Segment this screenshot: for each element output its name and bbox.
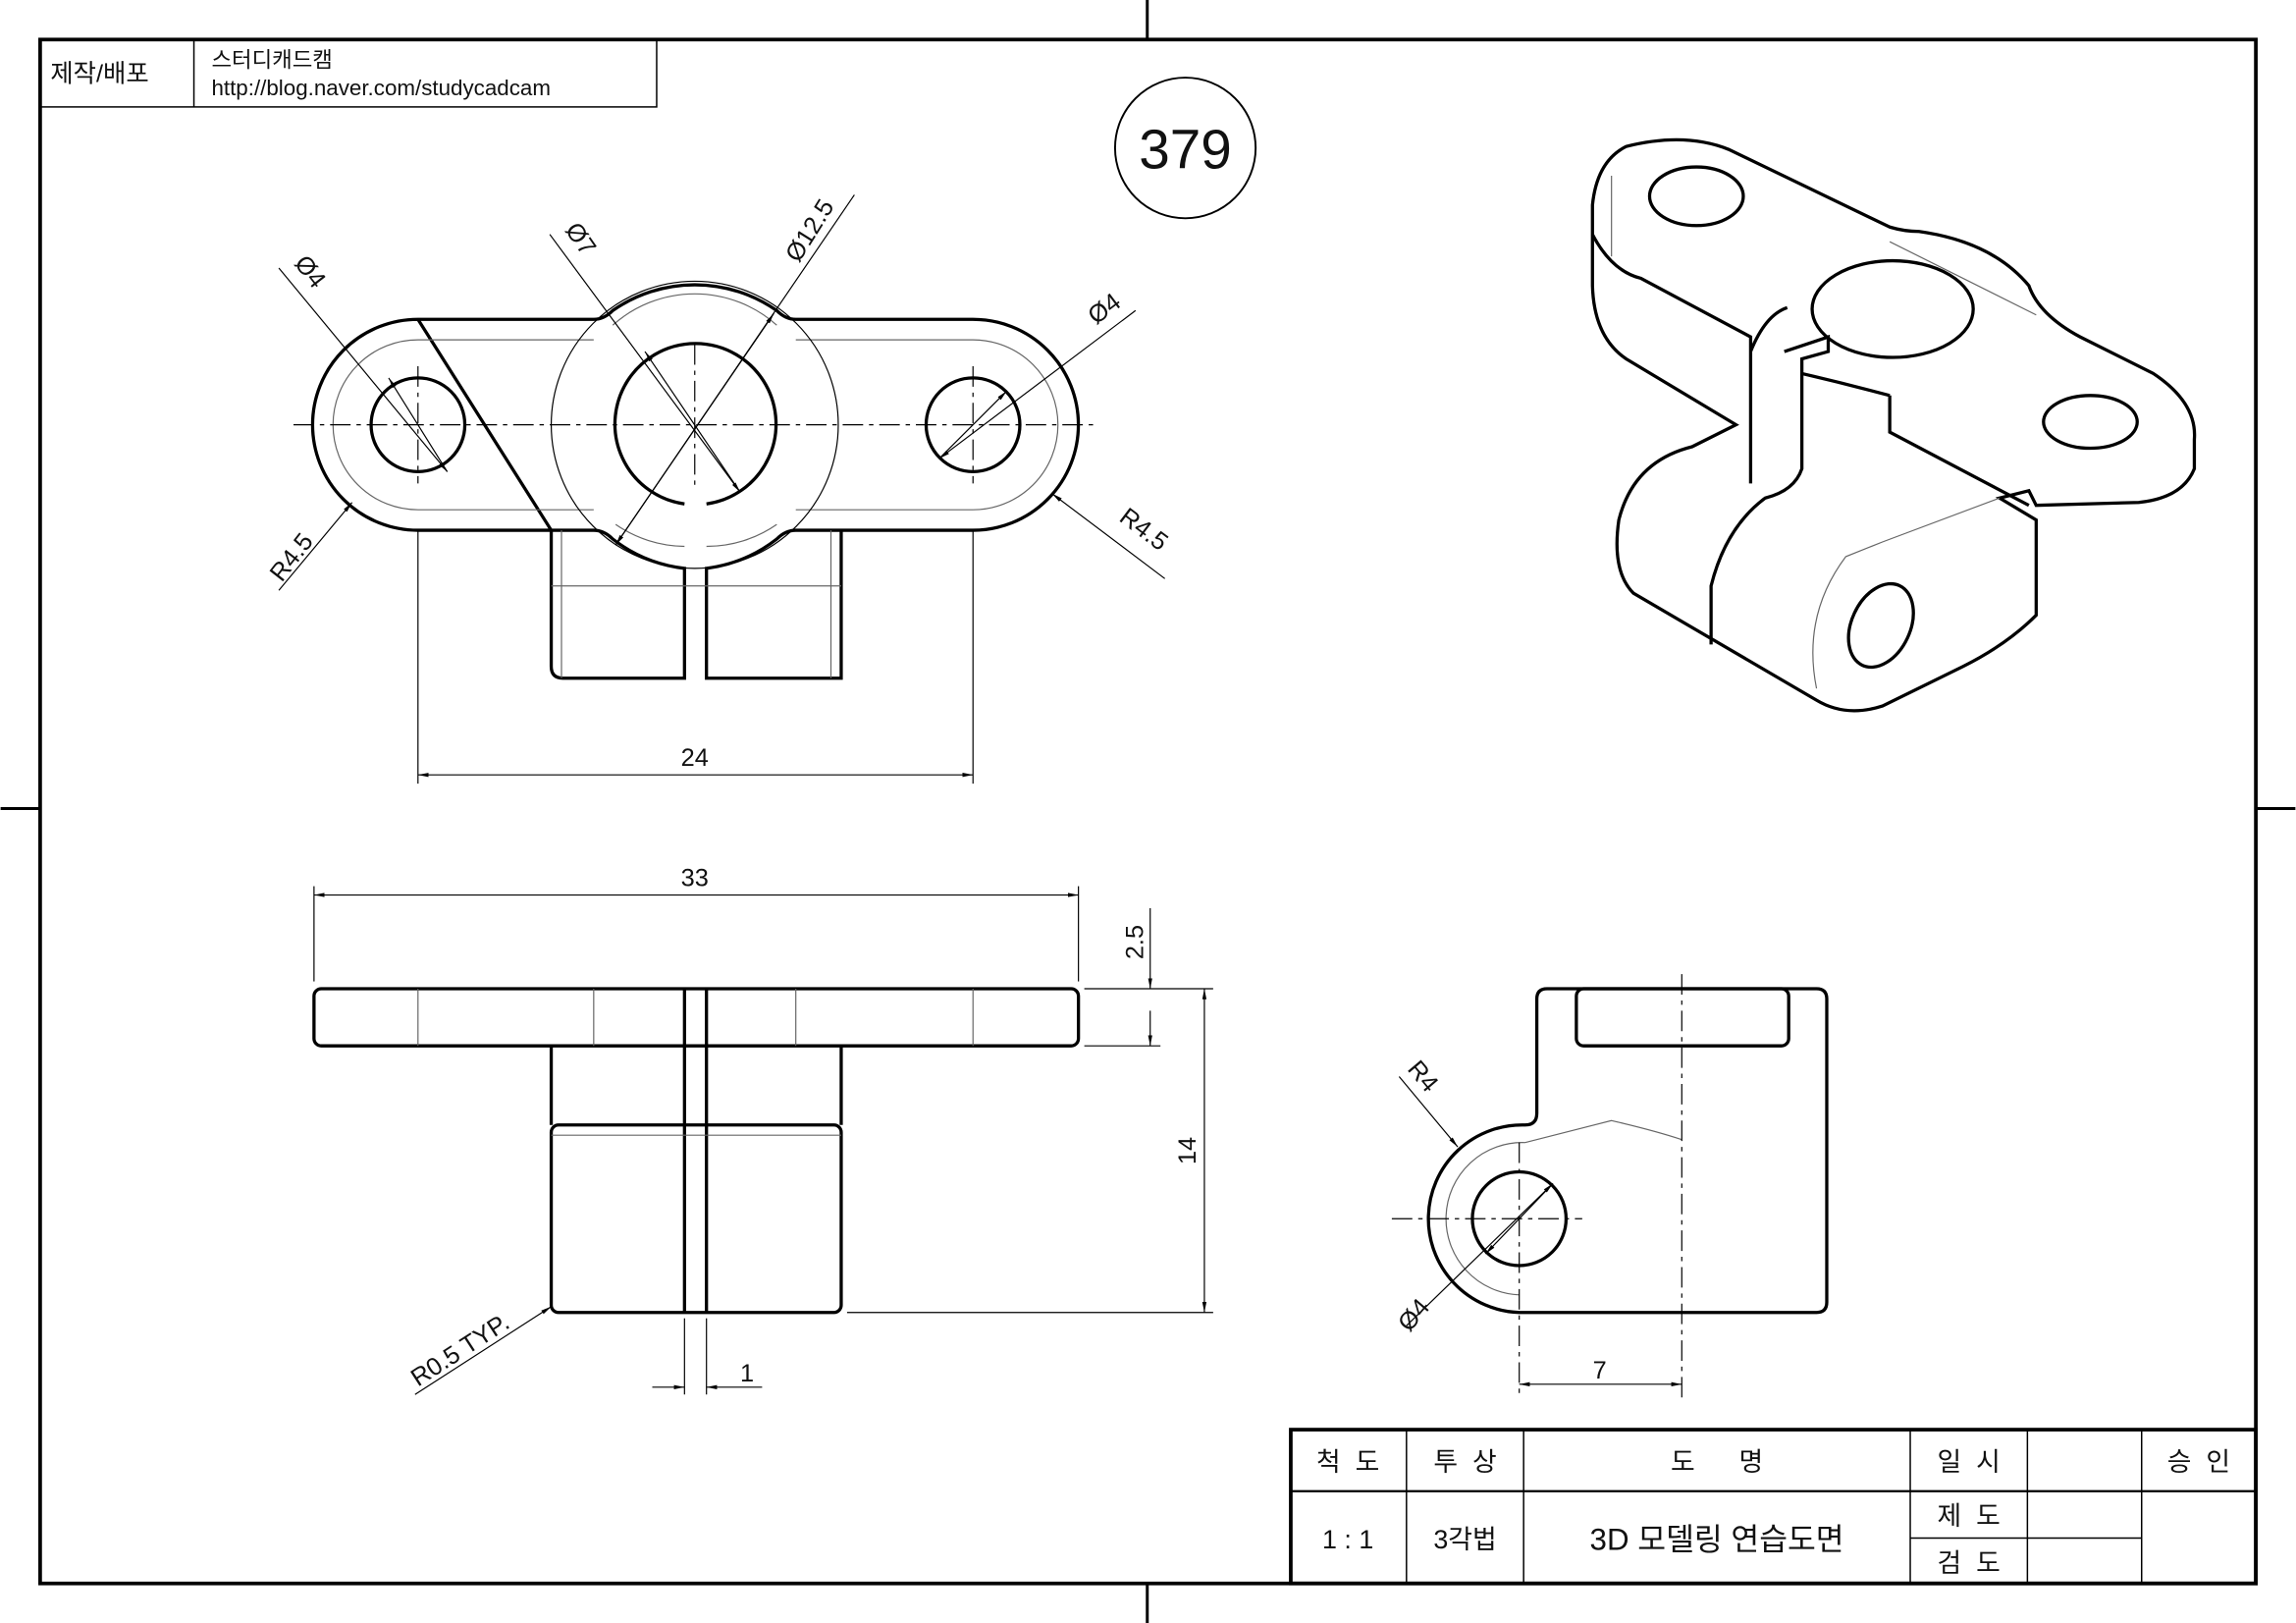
title-block — [1289, 1428, 2258, 1586]
drawing-number: 379 — [1139, 120, 1232, 182]
projection-label: 투 상 — [1433, 1447, 1496, 1477]
checked-label: 검 도 — [1938, 1548, 2001, 1578]
drawn-label: 제 도 — [1938, 1501, 2001, 1531]
dim-right-radius: R4.5 — [1114, 503, 1173, 557]
dim-side-offset: 7 — [1593, 1357, 1607, 1384]
drawing-number-badge: 379 — [1113, 77, 1257, 220]
dim-fillet: R0.5 TYP. — [406, 1309, 514, 1392]
side-view: R4 Ø4 7 — [1391, 974, 1829, 1399]
date-label: 일 시 — [1938, 1447, 2001, 1477]
dim-top-right-hole: Ø4 — [1083, 288, 1126, 330]
dim-overall-length: 33 — [681, 865, 709, 893]
dim-height: 14 — [1174, 1137, 1201, 1164]
dim-side-hole: Ø4 — [1393, 1294, 1435, 1337]
dim-side-radius: R4 — [1402, 1055, 1443, 1098]
header-author: 스터디캐드캠 — [211, 48, 332, 73]
name-label: 도 명 — [1671, 1447, 1763, 1477]
front-view: 33 2.5 14 R0.5 TYP. 1 — [312, 865, 1213, 1395]
projection-value: 3각법 — [1433, 1525, 1496, 1554]
header-url[interactable]: http://blog.naver.com/studycadcam — [211, 76, 551, 100]
top-view: Ø4 Ø7 Ø12.5 Ø4 R4.5 R4.5 24 — [265, 194, 1173, 784]
approval-label: 승 인 — [2167, 1447, 2230, 1477]
sheet-border — [38, 37, 2258, 1586]
header-box: 제작/배포 스터디캐드캠 http://blog.naver.com/study… — [39, 38, 658, 108]
isometric-view — [1590, 137, 2197, 713]
header-label: 제작/배포 — [50, 61, 148, 88]
drawing-name: 3D 모델링 연습도면 — [1590, 1522, 1844, 1556]
dim-boss: Ø12.5 — [780, 194, 839, 266]
title-block-text: 척 도 투 상 도 명 일 시 승 인 1 : 1 3각법 3D 모델링 연습도… — [1316, 1447, 2230, 1578]
dim-slot: 1 — [740, 1360, 754, 1387]
dim-left-radius: R4.5 — [265, 528, 319, 586]
scale-label: 척 도 — [1316, 1447, 1379, 1477]
dim-plate-thickness: 2.5 — [1121, 925, 1148, 959]
scale-value: 1 : 1 — [1322, 1525, 1373, 1554]
dim-center-hole: Ø7 — [560, 218, 601, 261]
dim-hole-spacing: 24 — [681, 744, 709, 772]
